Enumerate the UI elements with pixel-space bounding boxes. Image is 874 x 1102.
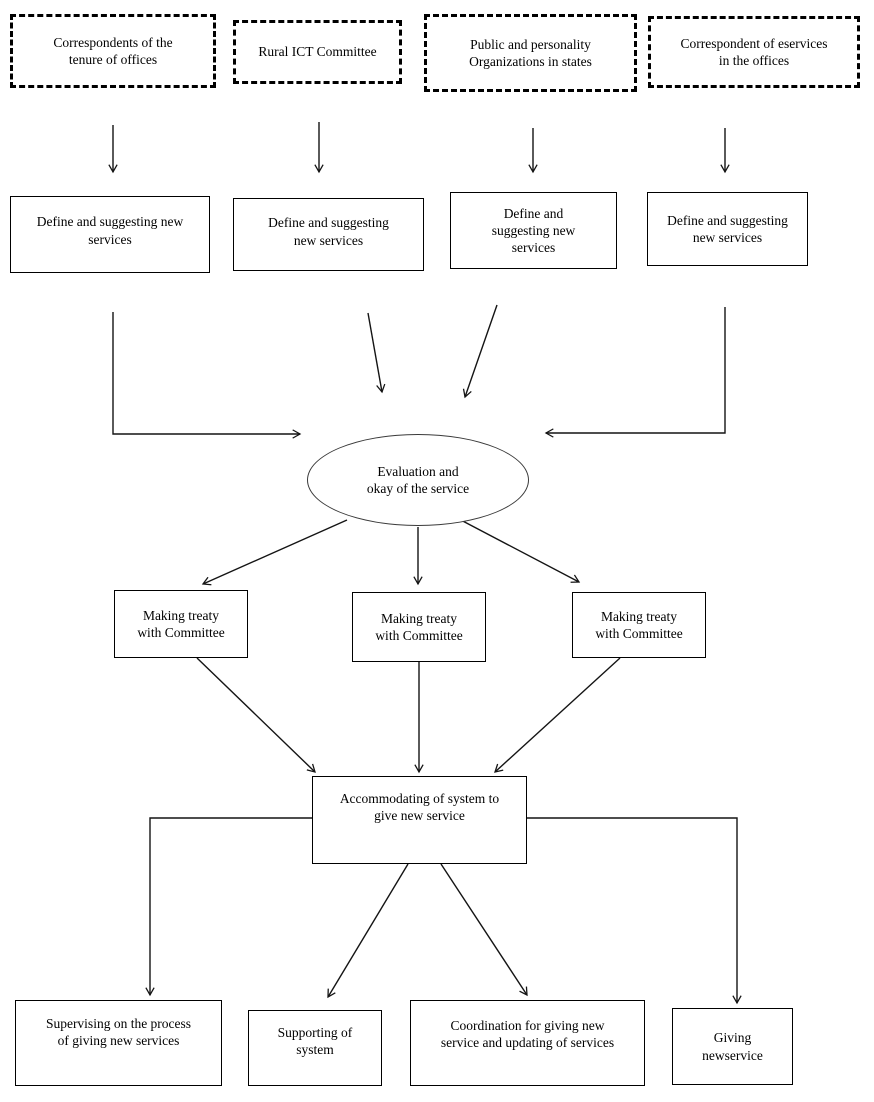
source-box-correspondent-eservices: Correspondent of eservices in the office…	[648, 16, 860, 88]
arrow-define3-to-evaluation	[462, 304, 498, 399]
arrow-define1-to-evaluation	[112, 312, 302, 439]
label-line: Making treaty	[600, 608, 678, 624]
label-line: with Committee	[137, 625, 225, 640]
label-line: services	[88, 231, 132, 247]
define-box-3: Define and suggesting new services	[450, 192, 617, 269]
label-line: Rural ICT Committee	[258, 44, 377, 60]
label-line: tenure of offices	[68, 52, 158, 67]
evaluation-ellipse: Evaluation and okay of the service	[307, 434, 529, 526]
label-line: Evaluation and	[377, 463, 459, 479]
label-line: Giving	[713, 1030, 752, 1046]
arrow-treaty1-to-accommodation	[196, 657, 316, 773]
label-line: services	[511, 240, 556, 256]
arrow-treaty3-to-accommodation	[494, 657, 621, 773]
label-line: Making treaty	[380, 610, 458, 626]
treaty-box-2: Making treaty with Committee	[352, 592, 486, 662]
arrow-define4-to-evaluation	[544, 307, 726, 438]
arrow-evaluation-to-treaty3	[456, 517, 581, 583]
outcome-box-supporting: Supporting of system	[248, 1010, 382, 1086]
accommodation-box: Accommodating of system to give new serv…	[312, 776, 527, 864]
arrow-define2-to-evaluation	[367, 312, 386, 394]
label-line: Define and suggesting	[667, 212, 788, 228]
label-line: newservice	[702, 1047, 763, 1063]
label-line: suggesting new	[491, 222, 576, 238]
source-box-rural-ict-committee: Rural ICT Committee	[233, 20, 402, 84]
label-line: Accommodating of system to	[339, 790, 500, 806]
label-line: Public and personality	[470, 36, 591, 52]
label-line: with Committee	[595, 626, 683, 641]
outcome-box-coordination: Coordination for giving new service and …	[410, 1000, 645, 1086]
label-line: Correspondents of the	[53, 34, 173, 50]
define-box-4: Define and suggesting new services	[647, 192, 808, 266]
outcome-box-giving-newservice: Giving newservice	[672, 1008, 793, 1085]
label-line: system	[296, 1042, 334, 1057]
outcome-box-supervising: Supervising on the process of giving new…	[15, 1000, 222, 1086]
label-line: okay of the service	[366, 481, 470, 496]
label-line: Define and suggesting	[268, 215, 389, 231]
label-line: service and updating of services	[440, 1035, 615, 1050]
treaty-box-1: Making treaty with Committee	[114, 590, 248, 658]
label-line: Define and suggesting new	[36, 214, 184, 230]
label-line: Supporting of	[277, 1024, 353, 1040]
arrow-accommodation-to-outcome2	[327, 863, 409, 999]
label-line: new services	[692, 230, 763, 245]
treaty-box-3: Making treaty with Committee	[572, 592, 706, 658]
label-line: with Committee	[375, 628, 463, 643]
label-line: Organizations in states	[469, 54, 592, 69]
arrow-accommodation-to-outcome1	[145, 817, 312, 997]
arrow-evaluation-to-treaty1	[201, 519, 348, 586]
label-line: of giving new services	[57, 1033, 180, 1048]
label-line: Define and	[503, 205, 564, 221]
label-line: Making treaty	[142, 607, 220, 623]
label-line: Supervising on the process	[45, 1015, 192, 1031]
define-box-1: Define and suggesting new services	[10, 196, 210, 273]
arrow-accommodation-to-outcome4	[527, 817, 742, 1005]
label-line: give new service	[374, 808, 465, 823]
arrow-accommodation-to-outcome3	[440, 863, 528, 997]
label-line: in the offices	[718, 53, 790, 68]
source-box-public-organizations: Public and personality Organizations in …	[424, 14, 637, 92]
label-line: Coordination for giving new	[450, 1017, 605, 1033]
label-line: Correspondent of eservices	[680, 35, 828, 51]
define-box-2: Define and suggesting new services	[233, 198, 424, 271]
label-line: new services	[293, 232, 364, 248]
source-box-correspondents-tenure: Correspondents of the tenure of offices	[10, 14, 216, 88]
